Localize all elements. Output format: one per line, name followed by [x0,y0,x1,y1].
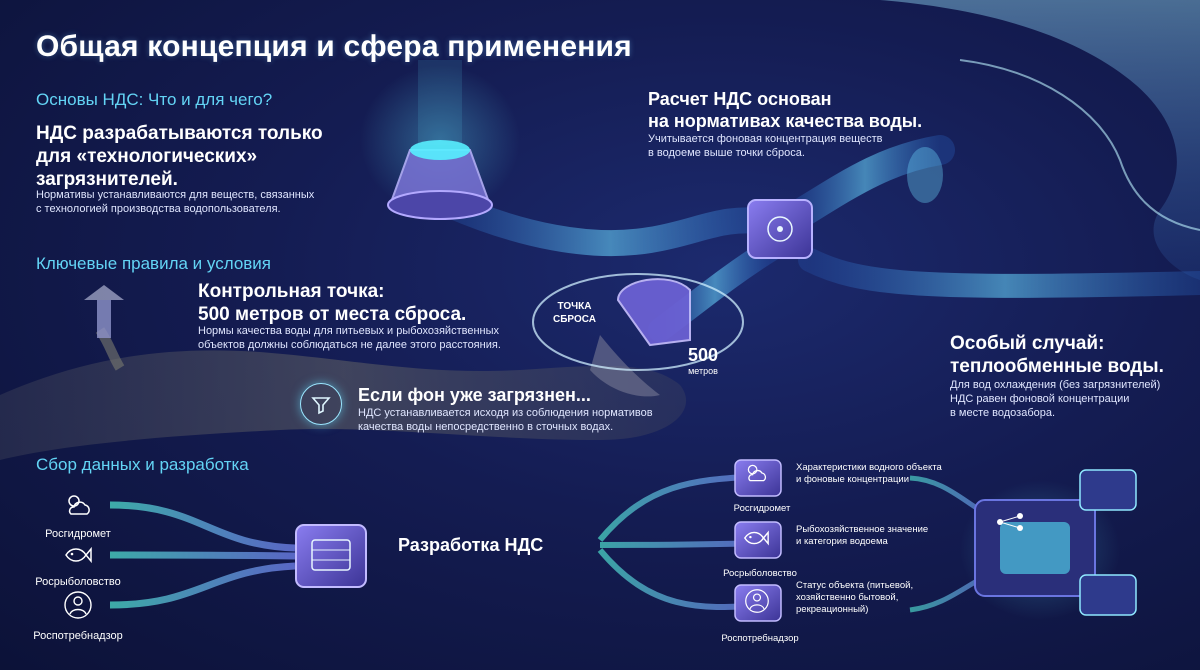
polluted-body: НДС устанавливается исходя из соблюдения… [358,407,653,433]
page-title: Общая концепция и сфера применения [36,30,632,63]
control-point-body: Нормы качества воды для питьевых и рыбох… [198,325,501,351]
polluted-heading: Если фон уже загрязнен... [358,385,591,405]
network-icon [995,512,1025,537]
agency-desc-rosgidromet: Характеристики водного объекта и фоновые… [796,462,942,485]
source-rospotrebnadzor: Роспотребнадзор [33,630,123,642]
ndc-development-label: Разработка НДС [398,535,544,555]
cloud-sun-icon [742,462,770,489]
control-point-heading: Контрольная точка: 500 метров от места с… [198,281,467,325]
basics-body: Нормативы устанавливаются для веществ, с… [36,189,315,215]
calc-heading: Расчет НДС основан на нормативах качеств… [648,89,923,131]
person-icon [744,588,770,619]
basics-heading: НДС разрабатываются только для «технолог… [36,123,323,190]
section-rules: Ключевые правила и условия [36,254,272,273]
agency-rosgidromet: Росгидромет [733,503,791,514]
distance-marker: 500 метров [688,345,718,376]
funnel-icon [300,383,342,425]
agency-rospotrebnadzor: Роспотребнадзор [721,633,799,644]
special-case-body: Для вод охлаждения (без загрязнителей) Н… [950,379,1161,419]
distance-value: 500 [688,345,719,365]
agency-rosrybolovstvo: Росрыболовство [723,568,797,579]
section-basics: Основы НДС: Что и для чего? [36,90,273,109]
cloud-sun-icon [58,485,98,525]
fish-icon [742,528,770,553]
source-rosrybolovstvo: Росрыболовство [35,576,121,588]
section-data-collection: Сбор данных и разработка [36,455,249,474]
fish-icon [58,535,98,575]
person-icon [58,585,98,625]
agency-desc-rosrybolovstvo: Рыбохозяйственное значение и категория в… [796,524,929,547]
calc-body: Учитывается фоновая концентрация веществ… [648,133,883,159]
special-case-heading: Особый случай: теплообменные воды. [950,333,1164,377]
discharge-point-label: ТОЧКА СБРОСА [553,301,596,325]
distance-unit: метров [688,366,718,376]
agency-desc-rospotrebnadzor: Статус объекта (питьевой, хозяйственно б… [796,580,914,615]
source-rosgidromet: Росгидромет [45,528,111,540]
